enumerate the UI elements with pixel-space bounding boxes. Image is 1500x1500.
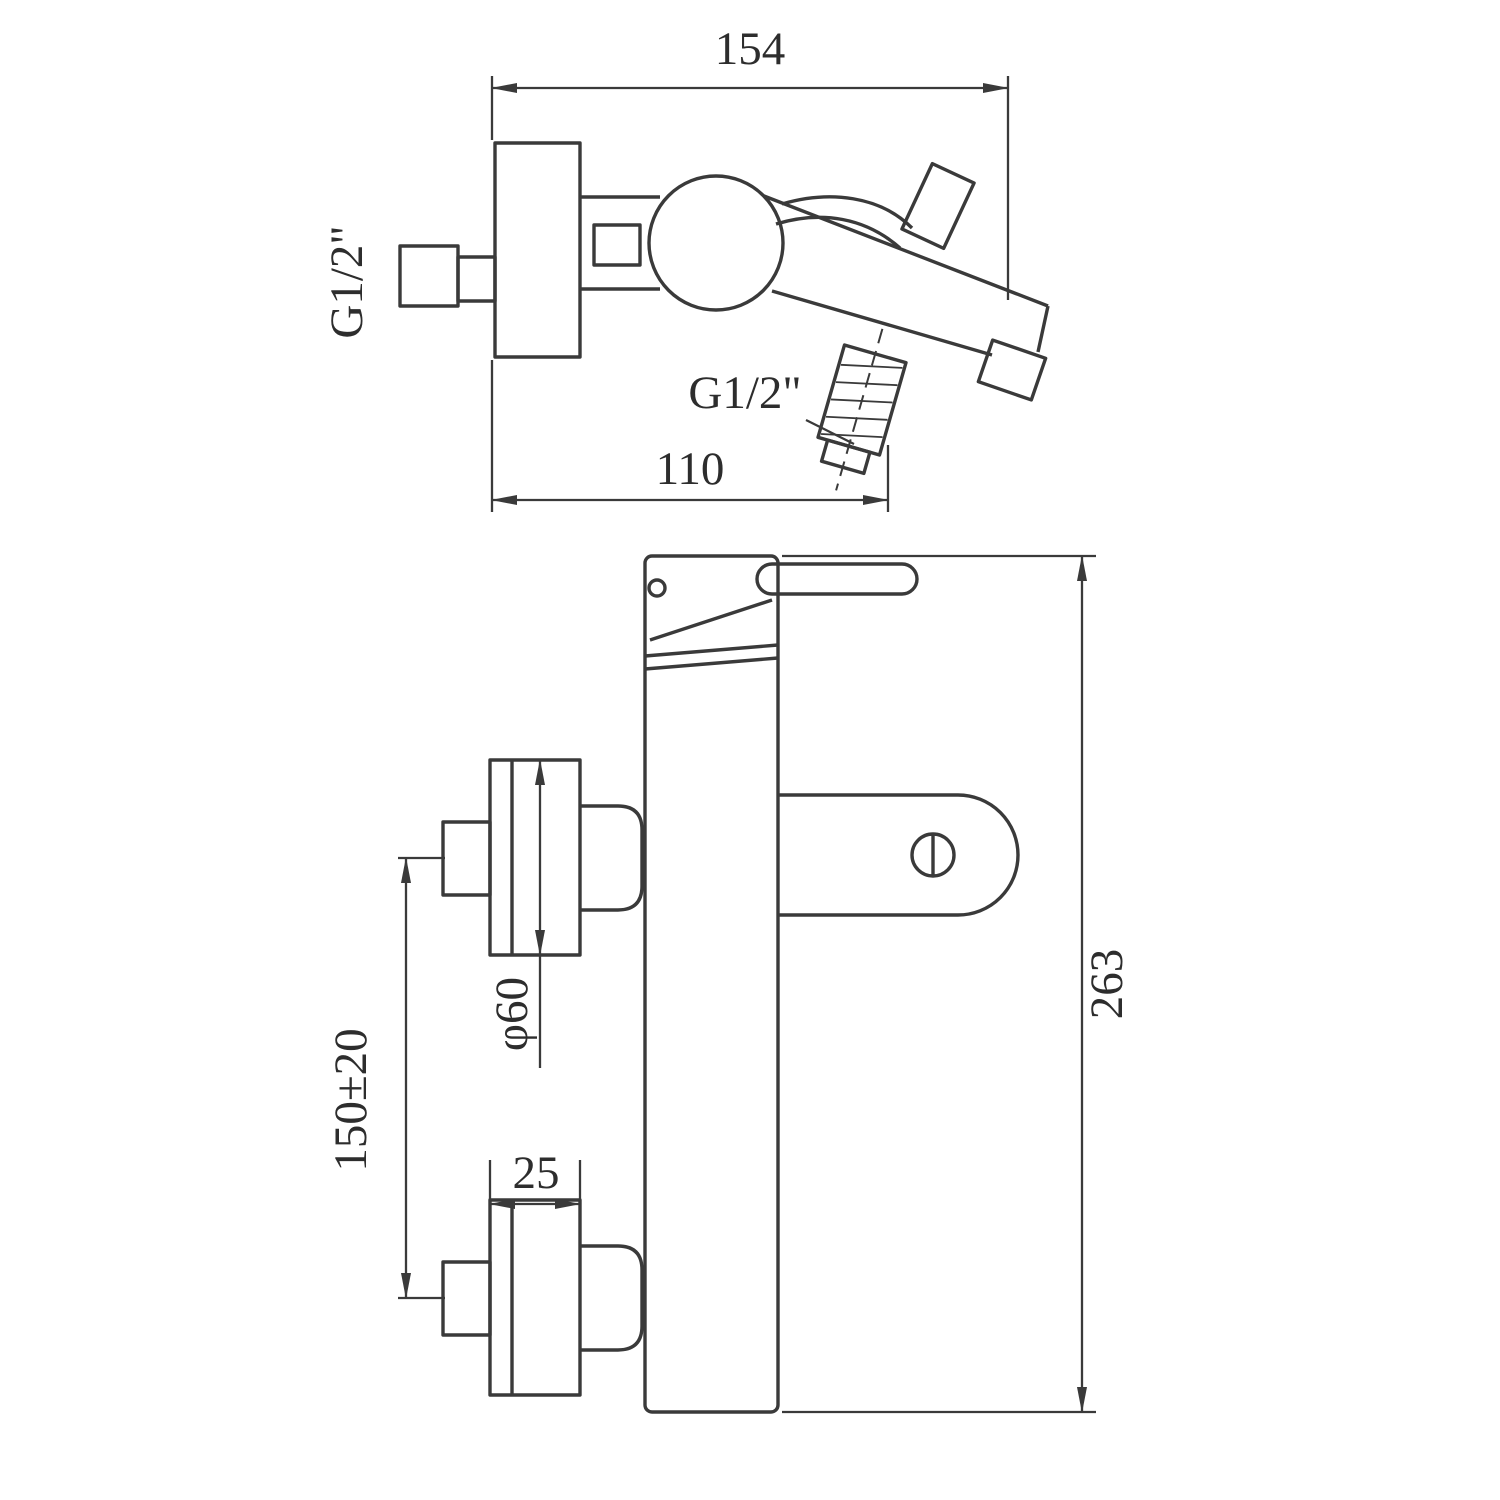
dimension-110: 110 xyxy=(490,360,890,512)
dimension-label-110: 110 xyxy=(656,443,725,495)
diverter-knob xyxy=(900,161,976,251)
inlet-connector-upper xyxy=(441,820,492,897)
handshower-outlet xyxy=(816,328,908,491)
dimension-label-inlet-thread: G1/2" xyxy=(321,225,373,338)
thread-hatch-line xyxy=(840,363,903,369)
side-view: 154 G1/2" G1/2" 110 xyxy=(321,23,1050,512)
ball-joint-circle xyxy=(647,174,785,312)
wall-flange-side xyxy=(493,141,582,359)
thread-hatch-line xyxy=(820,433,883,439)
body-joint-line xyxy=(644,656,779,671)
inlet-fitting-outer xyxy=(398,244,460,308)
spout-top-edge xyxy=(763,194,1049,308)
front-view: 263 φ60 150±20 25 xyxy=(325,554,1133,1414)
spout-bottom-edge xyxy=(771,289,993,357)
wall-flange-lower xyxy=(488,1198,582,1397)
dimension-label-outlet-thread: G1/2" xyxy=(688,367,801,419)
dimension-154: 154 xyxy=(490,23,1010,300)
connector-step xyxy=(592,223,642,267)
handle-base-edge xyxy=(649,598,773,642)
cap-screw xyxy=(647,578,667,598)
dimension-label-154: 154 xyxy=(715,23,786,75)
dimension-phi60: φ60 xyxy=(486,759,545,1068)
union-nut-upper xyxy=(580,804,644,912)
dimension-outlet-thread: G1/2" xyxy=(688,367,855,446)
inlet-fitting-neck xyxy=(456,255,497,303)
mixer-body xyxy=(643,554,780,1414)
aerator xyxy=(976,338,1048,402)
dimension-263: 263 xyxy=(782,554,1133,1414)
inlet-connector-lower xyxy=(441,1260,492,1337)
leader-line xyxy=(805,418,855,446)
body-joint-line xyxy=(644,643,779,658)
dimension-150-20: 150±20 xyxy=(325,856,445,1300)
spout-front xyxy=(778,793,1020,917)
dimension-label-25: 25 xyxy=(513,1147,560,1199)
lever-handle xyxy=(755,562,919,596)
union-nut-lower xyxy=(580,1244,644,1352)
dimension-label-263: 263 xyxy=(1081,949,1133,1020)
lower-wall-connection xyxy=(441,1198,644,1397)
outlet-centerline xyxy=(835,328,884,491)
upper-wall-connection xyxy=(441,758,644,957)
diverter-link-top xyxy=(781,195,914,230)
spout-tip-edge xyxy=(1036,305,1050,353)
aerator-body xyxy=(976,338,1048,402)
outlet-end-cap xyxy=(819,438,872,476)
wall-flange-upper xyxy=(488,758,582,957)
diverter-knob-body xyxy=(900,161,976,251)
diverter-link-bottom xyxy=(775,215,902,250)
dimension-label-phi60: φ60 xyxy=(486,977,538,1051)
dimension-label-150-20: 150±20 xyxy=(325,1028,377,1171)
dimension-25: 25 xyxy=(488,1147,582,1209)
